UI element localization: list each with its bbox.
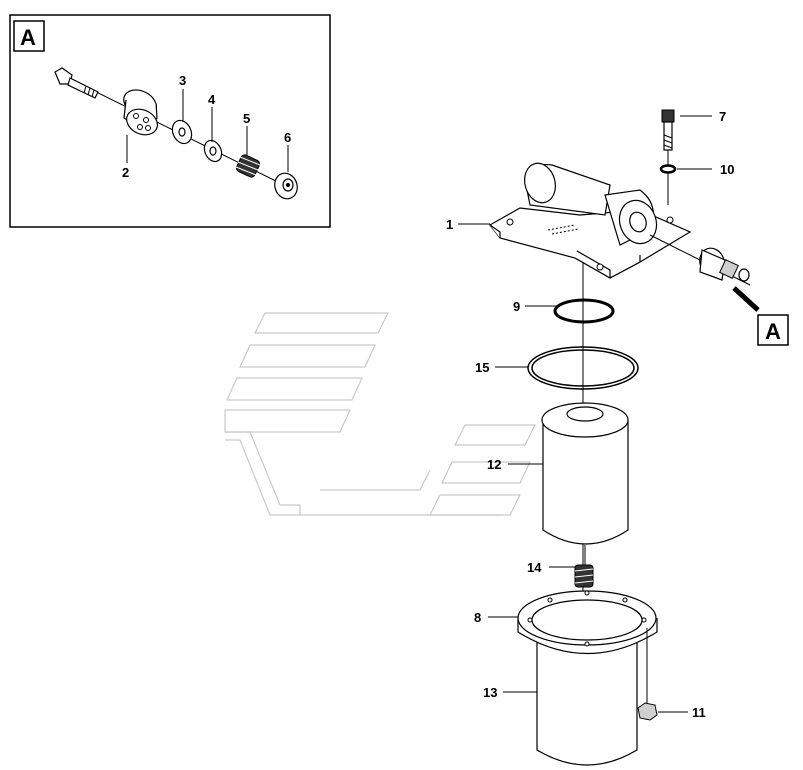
callout-12: 12 <box>487 457 501 472</box>
spring-14 <box>574 564 594 588</box>
screw-7 <box>661 109 675 205</box>
seal-15 <box>527 346 639 390</box>
callout-10: 10 <box>720 162 734 177</box>
callout-5: 5 <box>243 111 250 126</box>
detail-inset: A <box>9 14 331 228</box>
view-arrow <box>732 286 760 312</box>
callout-15: 15 <box>475 360 489 375</box>
inset-cap-6 <box>274 172 298 200</box>
inset-part-2 <box>123 89 158 136</box>
filter-head-1 <box>489 162 692 280</box>
view-marker-box <box>757 314 789 346</box>
washer-10 <box>659 164 677 174</box>
o-ring-9 <box>553 298 615 324</box>
view-marker: A <box>765 319 781 344</box>
callout-11: 11 <box>692 705 706 720</box>
watermark-logo <box>224 312 536 516</box>
callout-13: 13 <box>483 685 497 700</box>
callout-3: 3 <box>179 73 186 88</box>
inset-washer-3 <box>171 119 193 145</box>
callout-9: 9 <box>513 299 520 314</box>
callout-6: 6 <box>284 130 291 145</box>
nut-11 <box>637 628 658 721</box>
filter-bowl-13 <box>517 590 658 766</box>
detail-marker-box <box>13 20 45 52</box>
callout-8: 8 <box>474 610 481 625</box>
inset-spring-5 <box>235 154 261 178</box>
callout-4: 4 <box>208 92 216 107</box>
callout-1: 1 <box>446 217 453 232</box>
callout-14: 14 <box>527 560 542 575</box>
detail-marker: A <box>20 25 36 50</box>
inset-washer-4 <box>203 139 223 163</box>
callout-2: 2 <box>122 165 129 180</box>
filter-element-12 <box>541 402 629 570</box>
callout-7: 7 <box>719 109 726 124</box>
inset-bolt <box>54 67 99 99</box>
indicator-plug <box>649 234 760 312</box>
